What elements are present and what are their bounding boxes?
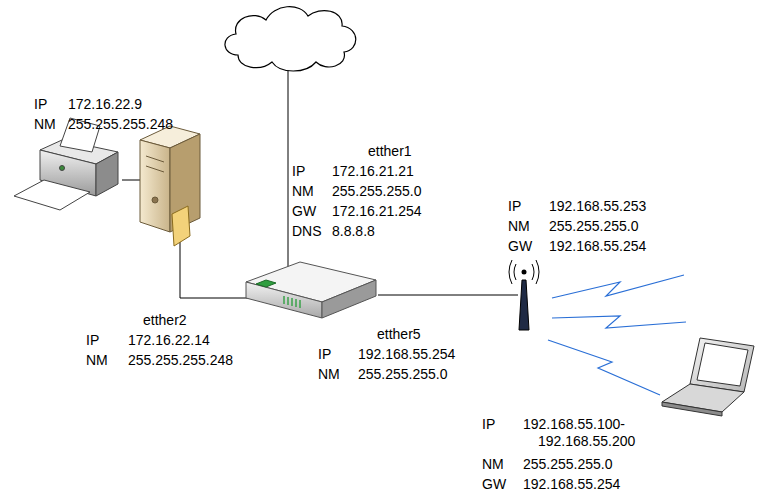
address-value: 255.255.255.248 (68, 116, 173, 133)
ip-key: IP (508, 198, 521, 215)
router-icon (246, 262, 376, 318)
netmask-key: NM (86, 352, 108, 369)
netmask-key: NM (318, 366, 340, 383)
address-value: 192.168.55.254 (523, 476, 620, 493)
netmask-key: NM (482, 456, 504, 473)
access-point-icon (509, 260, 539, 330)
address-value: 192.168.55.254 (358, 346, 455, 363)
address-value: 192.168.55.100- 192.168.55.200 (523, 416, 656, 450)
server-icon (140, 126, 200, 246)
interface-name: etther1 (368, 143, 412, 160)
dns-key: DNS (292, 223, 322, 240)
internet-cloud (225, 7, 356, 71)
gateway-key: GW (508, 238, 532, 255)
address-value: 255.255.255.0 (549, 218, 639, 235)
ip-key: IP (34, 96, 47, 113)
address-value: 192.168.55.254 (549, 238, 646, 255)
address-value: 172.16.22.14 (128, 332, 210, 349)
address-value: 8.8.8.8 (332, 223, 375, 240)
netmask-key: NM (34, 116, 56, 133)
wires (122, 68, 518, 298)
ip-key: IP (292, 163, 305, 180)
interface-name: etther5 (377, 326, 421, 343)
netmask-key: NM (292, 183, 314, 200)
address-value: 255.255.255.0 (332, 183, 422, 200)
address-value: 172.16.21.254 (332, 203, 422, 220)
gateway-key: GW (482, 476, 506, 493)
address-value: 255.255.255.0 (523, 456, 613, 473)
ip-key: IP (318, 346, 331, 363)
address-value: 255.255.255.0 (358, 366, 448, 383)
gateway-key: GW (292, 203, 316, 220)
address-value: 172.16.22.9 (68, 96, 142, 113)
ip-key: IP (86, 332, 99, 349)
interface-name: etther2 (143, 312, 187, 329)
address-value: 192.168.55.253 (549, 198, 646, 215)
laptop-icon (662, 338, 754, 416)
address-value: 255.255.255.248 (128, 352, 233, 369)
wireless-links (548, 275, 686, 395)
netmask-key: NM (508, 218, 530, 235)
ip-key: IP (482, 416, 495, 433)
address-value: 172.16.21.21 (332, 163, 414, 180)
